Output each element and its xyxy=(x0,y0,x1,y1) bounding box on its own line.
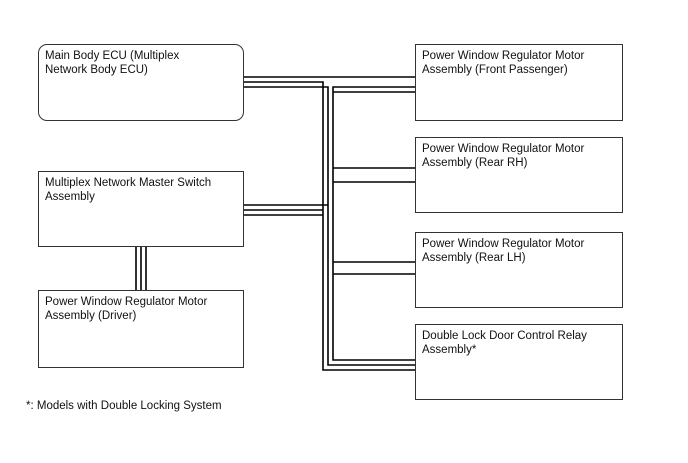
master-switch-block: Multiplex Network Master Switch Assembly xyxy=(38,171,244,247)
rear-lh-motor-label-line-1: Power Window Regulator Motor xyxy=(422,238,585,250)
front-passenger-motor-label-line-1: Power Window Regulator Motor xyxy=(422,50,585,62)
bus-line-main-2 xyxy=(244,81,415,371)
master-switch-label-line-1: Multiplex Network Master Switch xyxy=(45,177,212,189)
double-lock-relay-label-line-1: Double Lock Door Control Relay xyxy=(422,330,587,342)
master-switch-label-line-2: Assembly xyxy=(45,191,95,203)
footnote: *: Models with Double Locking System xyxy=(26,400,222,412)
bus-trunk-right xyxy=(332,86,415,361)
rear-rh-motor-label-line-1: Power Window Regulator Motor xyxy=(422,143,585,155)
front-passenger-motor-block: Power Window Regulator Motor Assembly (F… xyxy=(415,44,623,121)
driver-motor-label-line-2: Assembly (Driver) xyxy=(45,310,137,322)
bus-line-main-3 xyxy=(244,86,415,366)
rear-rh-motor-label-line-2: Assembly (Rear RH) xyxy=(422,157,528,169)
rear-lh-motor-block: Power Window Regulator Motor Assembly (R… xyxy=(415,232,623,308)
main-body-ecu-label-line-1: Main Body ECU (Multiplex xyxy=(45,50,180,62)
driver-motor-label-line-1: Power Window Regulator Motor xyxy=(45,296,208,308)
main-body-ecu-label-line-2: Network Body ECU) xyxy=(45,64,148,76)
rear-rh-motor-block: Power Window Regulator Motor Assembly (R… xyxy=(415,137,623,213)
double-lock-relay-label-line-2: Assembly* xyxy=(422,344,477,356)
front-passenger-motor-label-line-2: Assembly (Front Passenger) xyxy=(422,64,568,76)
main-body-ecu-block: Main Body ECU (Multiplex Network Body EC… xyxy=(38,44,244,121)
rear-lh-motor-label-line-2: Assembly (Rear LH) xyxy=(422,252,526,264)
double-lock-relay-block: Double Lock Door Control Relay Assembly* xyxy=(415,324,623,400)
driver-motor-block: Power Window Regulator Motor Assembly (D… xyxy=(38,290,244,368)
